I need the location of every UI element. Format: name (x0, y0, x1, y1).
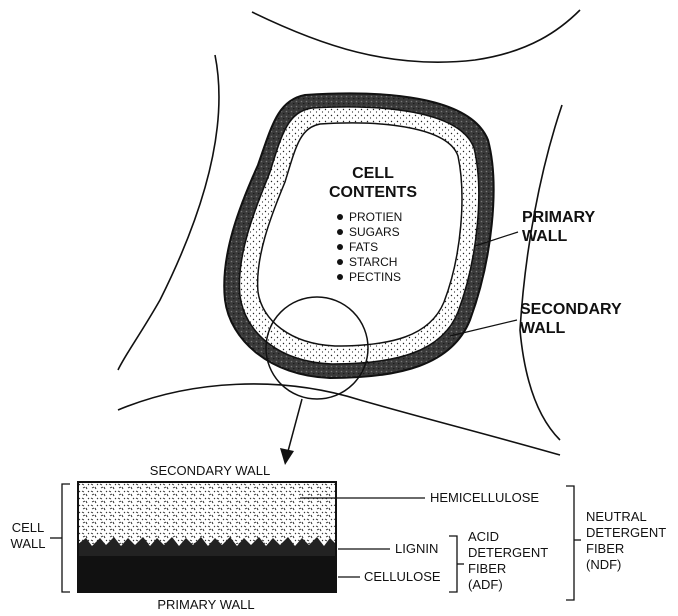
adf-label-3: FIBER (468, 561, 506, 576)
bullet-icon (337, 229, 343, 235)
primary-wall-label-1: PRIMARY (522, 209, 596, 226)
cell-contents-item: FATS (349, 240, 378, 254)
ndf-bracket (566, 486, 574, 600)
lignin-label: LIGNIN (395, 541, 438, 556)
adf-label-2: DETERGENT (468, 545, 548, 560)
secondary-wall-label-2: WALL (520, 320, 566, 337)
bullet-icon (337, 259, 343, 265)
magnifier-arrowhead (280, 448, 294, 465)
secondary-wall-band (78, 482, 336, 544)
wall-detail: SECONDARY WALL PRIMARY WALL CELL WALL HE… (11, 463, 667, 612)
ndf-label-1: NEUTRAL (586, 509, 647, 524)
bullet-icon (337, 274, 343, 280)
cell-wall-label-2: WALL (11, 536, 46, 551)
detail-primary-wall-label: PRIMARY WALL (157, 597, 254, 612)
cellulose-label: CELLULOSE (364, 569, 441, 584)
secondary-wall-label-1: SECONDARY (520, 301, 622, 318)
bullet-icon (337, 244, 343, 250)
cell-contents-item: SUGARS (349, 225, 400, 239)
bullet-icon (337, 214, 343, 220)
adf-label-1: ACID (468, 529, 499, 544)
ndf-label-2: DETERGENT (586, 525, 666, 540)
magnifier-arrow-shaft (287, 399, 302, 455)
primary-wall-label-2: WALL (522, 228, 568, 245)
adf-label-4: (ADF) (468, 577, 503, 592)
hemicellulose-label: HEMICELLULOSE (430, 490, 539, 505)
cell-contents-item: PROTIEN (349, 210, 402, 224)
cell-contents-title-2: CONTENTS (329, 184, 417, 201)
ndf-label-3: FIBER (586, 541, 624, 556)
cell-wall-bracket (62, 484, 70, 592)
detail-secondary-wall-label: SECONDARY WALL (150, 463, 270, 478)
ndf-label-4: (NDF) (586, 557, 621, 572)
adf-bracket (449, 536, 457, 592)
cell-contents-item: PECTINS (349, 270, 401, 284)
cell-contents-item: STARCH (349, 255, 397, 269)
cell-wall-label-1: CELL (12, 520, 45, 535)
cell-contents-title-1: CELL (352, 165, 394, 182)
cellulose-band (78, 556, 336, 592)
